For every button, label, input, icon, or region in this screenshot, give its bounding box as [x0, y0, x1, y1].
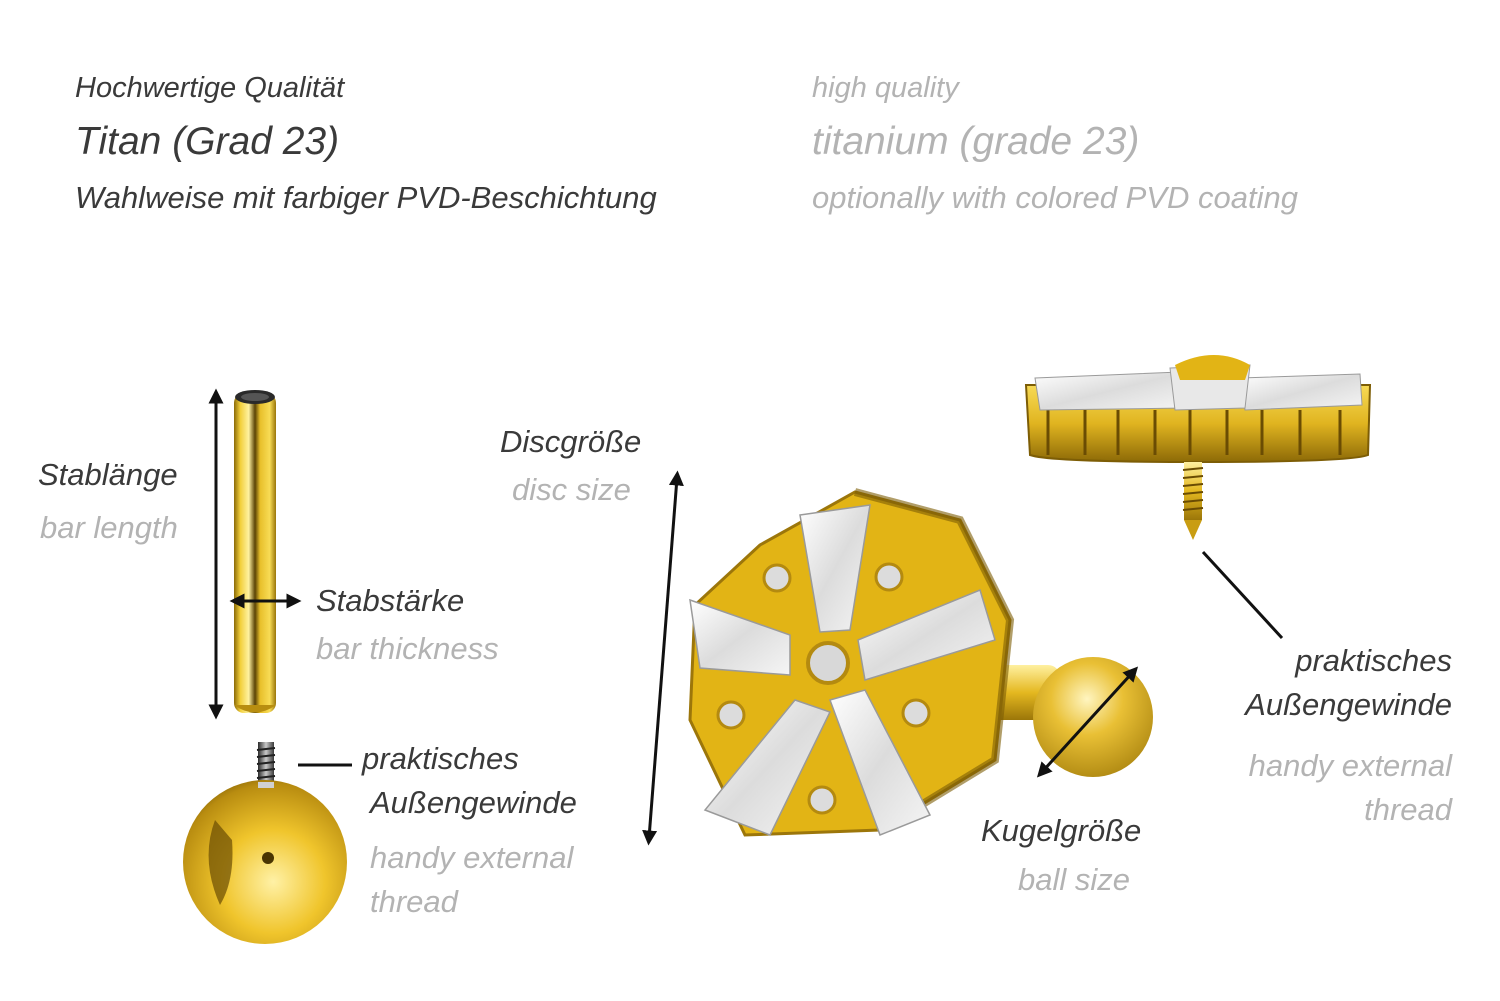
- ball-size-arrow: [1036, 666, 1139, 778]
- header-de-material: Titan (Grad 23): [75, 120, 340, 163]
- top-thread-label-en-2: thread: [1364, 792, 1452, 827]
- threaded-ball-image: [183, 742, 347, 944]
- disc-size-arrow: [642, 470, 684, 846]
- header-de-quality: Hochwertige Qualität: [75, 72, 345, 104]
- flat-disc-image: [1024, 355, 1372, 540]
- header-en-quality: high quality: [812, 72, 959, 104]
- ball-thread-label-en-2: thread: [370, 884, 458, 919]
- top-thread-leader-line: [1201, 550, 1284, 640]
- top-thread-label-de-2: Außengewinde: [1245, 687, 1452, 722]
- flower-disc-image: [688, 488, 1153, 837]
- ball-thread-label-de-1: praktisches: [362, 741, 519, 776]
- disc-size-label-en: disc size: [512, 472, 631, 507]
- disc-size-label-de: Discgröße: [500, 424, 642, 459]
- bar-length-label-en: bar length: [40, 510, 178, 545]
- ball-size-label-en: ball size: [1018, 862, 1130, 897]
- ball-thread-label-en-1: handy external: [370, 840, 574, 875]
- bar-thickness-label-de: Stabstärke: [316, 583, 465, 618]
- top-thread-label-en-1: handy external: [1248, 748, 1452, 783]
- header-en-coating: optionally with colored PVD coating: [812, 180, 1298, 215]
- top-thread-label-de-1: praktisches: [1295, 643, 1452, 678]
- threaded-bar-image: [234, 390, 276, 713]
- bar-length-label-de: Stablänge: [38, 457, 178, 492]
- bar-thickness-label-en: bar thickness: [316, 631, 499, 666]
- header-de-coating: Wahlweise mit farbiger PVD-Beschichtung: [75, 180, 657, 215]
- ball-size-label-de: Kugelgröße: [981, 813, 1142, 848]
- ball-thread-label-de-2: Außengewinde: [370, 785, 577, 820]
- header-en-material: titanium (grade 23): [812, 120, 1140, 163]
